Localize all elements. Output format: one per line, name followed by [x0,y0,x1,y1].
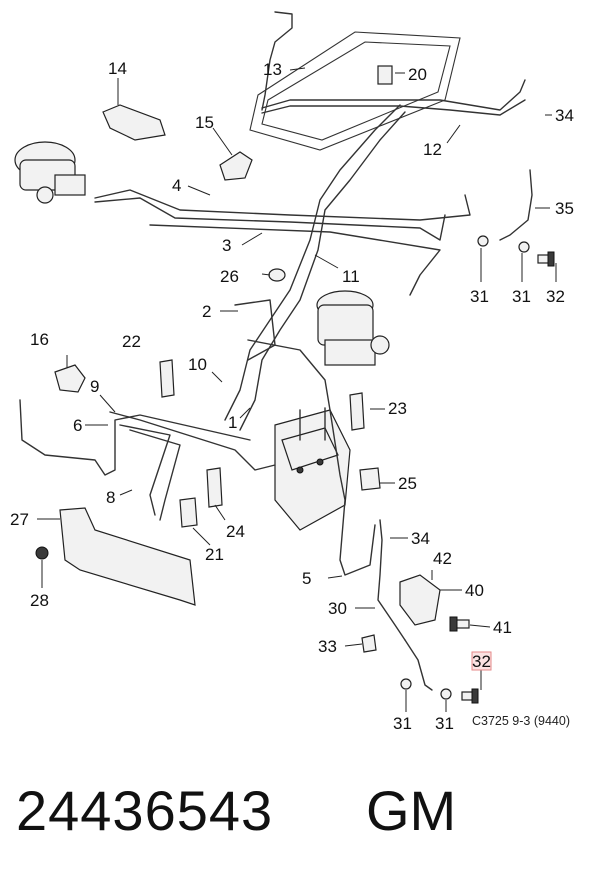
brake-line-diagram: 13 20 14 15 34 12 4 35 3 11 26 31 31 32 … [10,11,574,733]
bracket-outline [249,31,461,151]
callout-31-d: 31 [435,714,454,733]
callout-21: 21 [205,545,224,564]
callout-40: 40 [465,581,484,600]
clip-21 [179,497,198,528]
clip-16 [54,364,86,393]
part-number: 24436543 [16,779,274,842]
callout-31-a: 31 [470,287,489,306]
leader-lines [37,67,557,712]
callout-25: 25 [398,474,417,493]
clip-15 [219,151,253,181]
brand-label: GM [366,779,457,842]
callout-23: 23 [388,399,407,418]
callout-30: 30 [328,599,347,618]
callout-8: 8 [106,488,115,507]
nut-28 [35,546,49,560]
callout-16: 16 [30,330,49,349]
clip-33 [361,634,377,653]
callout-5: 5 [302,569,311,588]
clip-26 [268,268,286,282]
bolt-32-upper [537,251,555,267]
reference-code: C3725 9-3 (9440) [472,714,570,728]
callout-42: 42 [433,549,452,568]
callout-35: 35 [555,199,574,218]
callout-41: 41 [493,618,512,637]
callout-26: 26 [220,267,239,286]
callout-34-top: 34 [555,106,574,125]
callout-4: 4 [172,176,181,195]
callout-10: 10 [188,355,207,374]
bolt-32-lower [461,688,479,704]
callout-12: 12 [423,140,442,159]
callout-24: 24 [226,522,245,541]
callout-6: 6 [73,416,82,435]
callout-15: 15 [195,113,214,132]
callout-28: 28 [30,591,49,610]
highlight-box [471,651,492,671]
callout-31-c: 31 [393,714,412,733]
callout-31-b: 31 [512,287,531,306]
callout-13: 13 [263,60,282,79]
bracket-outline-inner [261,41,451,141]
callout-34-mid: 34 [411,529,430,548]
callout-1: 1 [228,413,237,432]
callout-32-a: 32 [546,287,565,306]
clip-20 [377,65,393,85]
clip-22 [159,359,175,398]
master-cylinder-center [316,290,390,366]
callout-27: 27 [10,510,29,529]
clip-24 [206,467,223,508]
washer-31-b [518,241,530,253]
clip-23 [349,392,365,431]
clip-25 [359,467,381,491]
brake-pipes [19,11,533,691]
callout-32-highlighted: 32 [472,652,491,671]
callout-22: 22 [122,332,141,351]
washer-31-d [440,688,452,700]
clip-14 [102,104,166,141]
bracket-27 [59,507,196,606]
callout-11: 11 [342,267,360,286]
washer-31-c [400,678,412,690]
callout-9: 9 [90,377,99,396]
callout-20: 20 [408,65,427,84]
callout-33: 33 [318,637,337,656]
callout-14: 14 [108,59,127,78]
washer-31-a [477,235,489,247]
callout-3: 3 [222,236,231,255]
callout-2: 2 [202,302,211,321]
master-cylinder-left [14,141,86,204]
bracket-40 [399,574,441,626]
bolt-41 [449,616,470,632]
